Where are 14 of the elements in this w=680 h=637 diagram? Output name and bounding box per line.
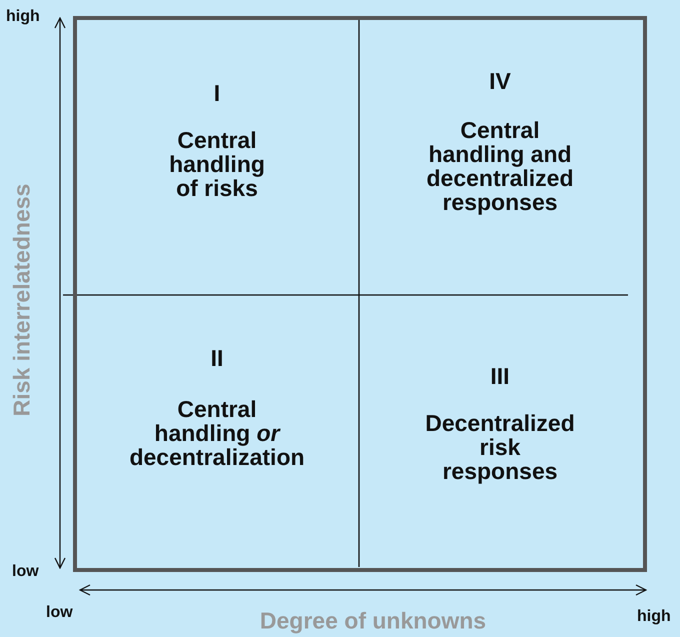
axis-end-label: low <box>46 604 73 622</box>
axis-title: Risk interrelatedness <box>8 184 36 416</box>
quadrant-numeral: III <box>489 363 511 390</box>
quadrant-text: Central handling or decentralization <box>129 397 305 469</box>
quadrant-text: Decentralized risk responses <box>425 411 575 483</box>
quadrant-numeral: II <box>210 345 224 372</box>
quadrant-text: Central handling and decentralized responses <box>426 118 574 214</box>
quadrant-text: Central handling of risks <box>169 128 265 200</box>
axis-end-label: high <box>637 608 671 626</box>
axis-title: Degree of unknowns <box>260 608 486 634</box>
axis-end-label: high <box>6 8 40 26</box>
quadrant-numeral: I <box>212 80 222 107</box>
quadrant-numeral: IV <box>488 68 512 95</box>
axis-end-label: low <box>12 563 39 581</box>
